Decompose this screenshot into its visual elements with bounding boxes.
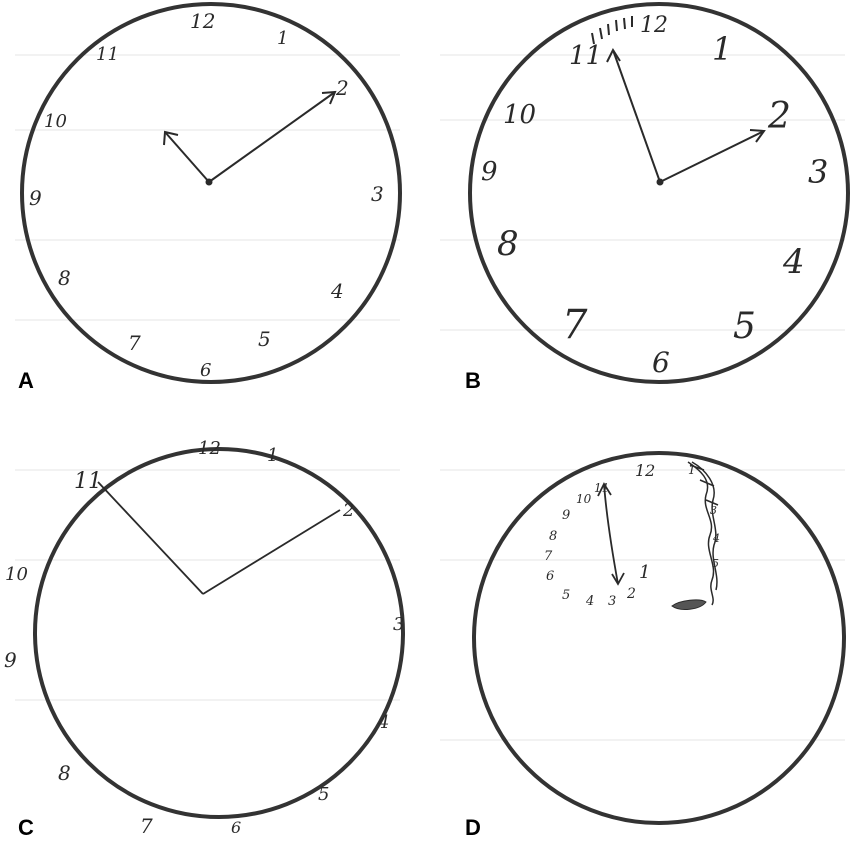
panel-b: 12 1 2 3 4 5 6 7 8 9 10 11 B [465, 2, 850, 393]
clock-number-7: 7 [562, 302, 588, 348]
clock-number-2: 2 [767, 96, 791, 137]
scribble-number: 4 [712, 532, 720, 545]
clock-face-circle [468, 2, 850, 384]
clock-number-10: 10 [503, 100, 536, 130]
clock-center-dot [656, 178, 664, 186]
clock-number-8: 8 [549, 529, 557, 544]
clock-number-11: 11 [96, 44, 119, 65]
clock-number-5: 5 [562, 588, 570, 603]
clock-number-9: 9 [29, 186, 42, 210]
clock-number-10: 10 [5, 564, 28, 585]
panel-label: A [18, 368, 34, 393]
clock-number-12: 12 [190, 9, 215, 33]
clock-number-1: 1 [712, 30, 732, 68]
clock-number-3: 3 [608, 594, 616, 609]
clock-number-5: 5 [318, 784, 329, 805]
clock-face-circle [33, 447, 405, 819]
clock-number-1: 1 [277, 28, 288, 49]
panel-a: 12 1 2 3 4 5 6 7 8 9 10 11 A [18, 2, 402, 393]
clock-hands [97, 481, 341, 595]
panel-label: D [465, 815, 481, 840]
clock-number-7: 7 [128, 331, 141, 355]
clock-face-circle [20, 2, 402, 384]
clock-number-2: 2 [626, 586, 636, 602]
clock-number-4: 4 [377, 712, 389, 733]
clock-number-5: 5 [733, 306, 756, 347]
scribble-number: 3 [710, 504, 717, 517]
scribble-numbers: 1 3 4 5 [688, 463, 720, 570]
clock-number-4: 4 [585, 594, 594, 609]
clock-number-3: 3 [808, 153, 828, 191]
clock-number-1: 1 [639, 562, 650, 583]
clock-center-dot [205, 178, 213, 186]
scribble-column [687, 461, 719, 606]
scribble-number: 1 [688, 463, 696, 477]
clock-number-6: 6 [231, 818, 241, 837]
clock-number-8: 8 [58, 761, 71, 785]
clock-number-4: 4 [782, 242, 805, 282]
clock-number-11: 11 [569, 41, 602, 71]
clock-number-9: 9 [4, 648, 17, 672]
clock-number-7: 7 [140, 814, 153, 838]
scribble-blob [671, 599, 707, 610]
scribble-number: 5 [712, 557, 719, 570]
clock-hands [163, 90, 337, 183]
clock-number-5: 5 [258, 327, 271, 351]
clock-face-circle [472, 451, 846, 825]
clock-number-10: 10 [576, 492, 592, 506]
background-form [15, 54, 845, 741]
clock-number-12: 12 [635, 461, 655, 480]
clock-number-7: 7 [544, 549, 553, 564]
clock-number-3: 3 [371, 182, 384, 206]
clock-hands [597, 482, 625, 586]
clock-number-6: 6 [546, 569, 554, 584]
panel-label: C [18, 815, 34, 840]
clock-number-6: 6 [652, 346, 670, 379]
clock-number-8: 8 [58, 266, 71, 290]
clock-number-12: 12 [640, 13, 668, 38]
tick-marks [591, 16, 633, 45]
panel-d: 12 1 2 3 4 5 6 7 8 9 10 11 1 3 4 5 D [465, 451, 846, 840]
clock-number-11: 11 [74, 469, 102, 494]
clock-number-4: 4 [330, 279, 344, 303]
clock-number-10: 10 [44, 111, 67, 132]
clock-number-9: 9 [481, 157, 498, 187]
clock-number-1: 1 [267, 445, 278, 466]
clock-number-3: 3 [393, 614, 404, 635]
clock-number-9: 9 [562, 508, 570, 523]
panel-c: 12 1 2 3 4 5 6 7 8 9 10 11 C [4, 438, 405, 840]
clock-number-2: 2 [335, 76, 349, 100]
clock-number-8: 8 [497, 224, 519, 264]
clock-number-12: 12 [198, 438, 221, 459]
clock-number-6: 6 [200, 360, 211, 381]
clock-number-2: 2 [342, 500, 354, 521]
clock-hands [606, 47, 766, 183]
panel-label: B [465, 368, 481, 393]
